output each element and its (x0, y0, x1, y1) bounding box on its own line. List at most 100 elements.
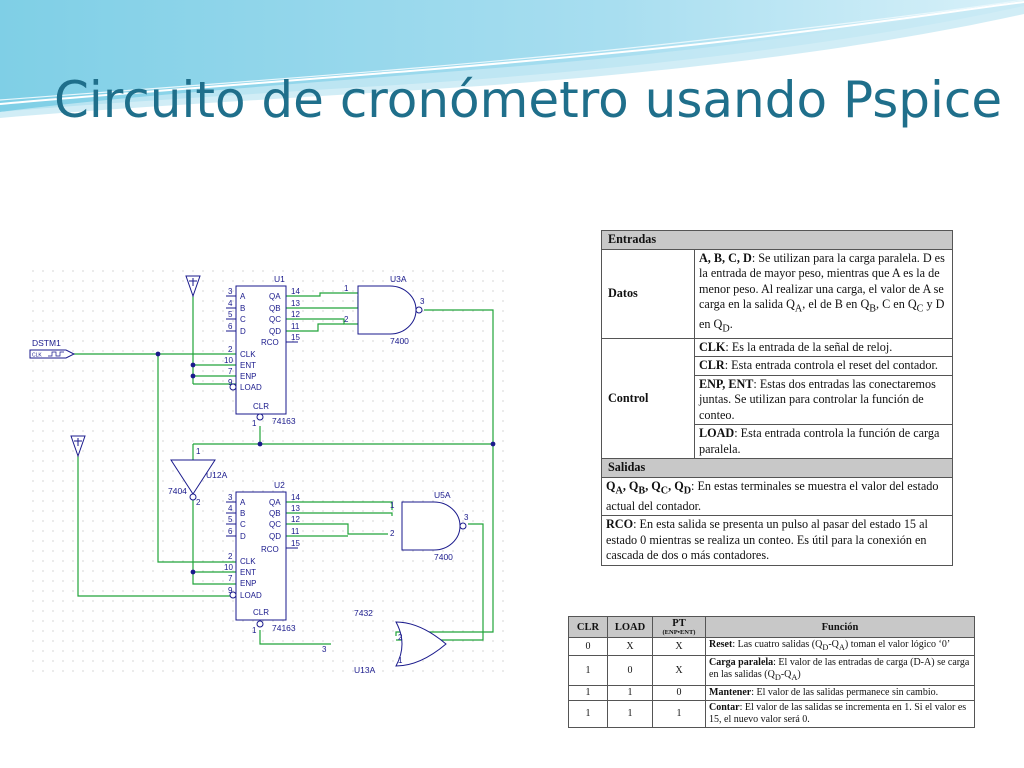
table-row: QA, QB, QC, QD: En estas terminales se m… (601, 476, 953, 517)
svg-text:ENP: ENP (240, 372, 256, 381)
svg-text:QA: QA (269, 292, 281, 301)
junctions (155, 351, 496, 575)
header-pt: PT(ENP•ENT) (652, 616, 706, 638)
svg-text:B: B (240, 509, 245, 518)
svg-text:D: D (240, 532, 246, 541)
svg-text:7: 7 (228, 574, 233, 583)
section-entradas: Entradas (601, 230, 953, 250)
svg-text:QC: QC (269, 315, 281, 324)
svg-text:10: 10 (224, 563, 233, 572)
row-label-datos: Datos (601, 248, 695, 339)
svg-text:A: A (240, 498, 246, 507)
table-row: ENP, ENT: Estas dos entradas las conecta… (602, 374, 953, 426)
svg-text:QB: QB (269, 304, 281, 313)
table-row: LOAD: Esta entrada controla la función d… (602, 424, 953, 460)
svg-text:QD: QD (269, 327, 281, 336)
svg-text:3: 3 (228, 493, 233, 502)
q-outputs-description: QA, QB, QC, QD: En estas terminales se m… (601, 476, 953, 517)
svg-text:C: C (240, 520, 246, 529)
svg-text:15: 15 (291, 539, 300, 548)
svg-text:13: 13 (291, 299, 300, 308)
or-gate-u13a: 7432 U13A 2 1 3 (322, 608, 447, 675)
header-load: LOAD (607, 616, 653, 638)
svg-text:4: 4 (228, 299, 233, 308)
svg-text:D: D (240, 327, 246, 336)
svg-text:U3A: U3A (390, 274, 407, 284)
svg-text:U13A: U13A (354, 665, 376, 675)
svg-text:3: 3 (420, 297, 425, 306)
svg-text:5: 5 (228, 515, 233, 524)
rco-description: RCO: En esta salida se presenta un pulso… (601, 515, 953, 566)
datos-description: A, B, C, D: Se utilizan para la carga pa… (694, 248, 953, 339)
svg-text:QB: QB (269, 509, 281, 518)
clr-description: CLR: Esta entrada controla el reset del … (694, 356, 953, 376)
clock-source: DSTM1 CLK (29, 338, 76, 359)
section-salidas: Salidas (601, 458, 953, 478)
svg-text:13: 13 (291, 504, 300, 513)
inverter-u12a: U12A 7404 1 2 (168, 447, 228, 507)
table-row: Datos A, B, C, D: Se utilizan para la ca… (601, 248, 953, 339)
header-swoosh (0, 0, 1024, 118)
svg-text:7400: 7400 (434, 552, 453, 562)
load-description: LOAD: Esta entrada controla la función d… (694, 424, 953, 460)
svg-text:U5A: U5A (434, 490, 451, 500)
counter-u1-name: U1 (274, 274, 285, 284)
svg-text:2: 2 (398, 633, 403, 642)
svg-text:CLK: CLK (240, 350, 256, 359)
svg-text:RCO: RCO (261, 338, 279, 347)
svg-text:11: 11 (291, 527, 300, 536)
svg-text:CLK: CLK (240, 557, 256, 566)
inputs-outputs-table: Entradas Datos A, B, C, D: Se utilizan p… (601, 230, 953, 566)
vcc-source-bottom (70, 435, 86, 458)
svg-text:A: A (240, 292, 246, 301)
svg-text:2: 2 (196, 498, 201, 507)
nand-gate-u3a: U3A 7400 1 2 3 (344, 274, 425, 346)
enable-description: ENP, ENT: Estas dos entradas las conecta… (694, 374, 953, 426)
wires (74, 292, 494, 645)
svg-text:5: 5 (228, 310, 233, 319)
svg-text:QD: QD (269, 532, 281, 541)
clk-description: CLK: Es la entrada de la señal de reloj. (694, 337, 953, 358)
nand-gate-u5a: U5A 7400 1 2 3 (390, 490, 469, 562)
clock-source-label: DSTM1 (32, 338, 61, 348)
svg-text:2: 2 (344, 315, 349, 324)
svg-text:6: 6 (228, 322, 233, 331)
slide-title: Circuito de cronómetro usando Pspice (54, 71, 1003, 129)
svg-text:10: 10 (224, 356, 233, 365)
circuit-schematic: DSTM1 CLK U1 74163 3 4 5 6 A B C D QA QB… (28, 266, 508, 680)
svg-text:7: 7 (228, 367, 233, 376)
svg-text:1: 1 (390, 501, 395, 510)
svg-text:2: 2 (390, 529, 395, 538)
svg-text:QC: QC (269, 520, 281, 529)
svg-text:7404: 7404 (168, 486, 187, 496)
svg-text:C: C (240, 315, 246, 324)
counter-u2-part: 74163 (272, 623, 296, 633)
vcc-source-top (185, 275, 201, 298)
clock-source-sub: CLK (32, 353, 42, 359)
counter-u2-name: U2 (274, 480, 285, 490)
table-row: Control CLK: Es la entrada de la señal d… (601, 337, 953, 460)
svg-text:1: 1 (252, 626, 257, 635)
header-clr: CLR (568, 616, 608, 638)
svg-text:ENP: ENP (240, 579, 256, 588)
svg-text:12: 12 (291, 310, 300, 319)
table-row: RCO: En esta salida se presenta un pulso… (601, 515, 953, 566)
header-funcion: Función (705, 616, 975, 638)
svg-text:ENT: ENT (240, 361, 256, 370)
svg-text:6: 6 (228, 527, 233, 536)
svg-text:3: 3 (464, 513, 469, 522)
svg-text:CLR: CLR (253, 402, 269, 411)
svg-text:9: 9 (228, 378, 233, 387)
svg-text:ENT: ENT (240, 568, 256, 577)
svg-text:U12A: U12A (206, 470, 228, 480)
svg-text:3: 3 (228, 287, 233, 296)
svg-text:1: 1 (398, 656, 403, 665)
svg-text:1: 1 (252, 419, 257, 428)
svg-text:2: 2 (228, 345, 233, 354)
svg-text:7432: 7432 (354, 608, 373, 618)
svg-text:11: 11 (291, 322, 300, 331)
